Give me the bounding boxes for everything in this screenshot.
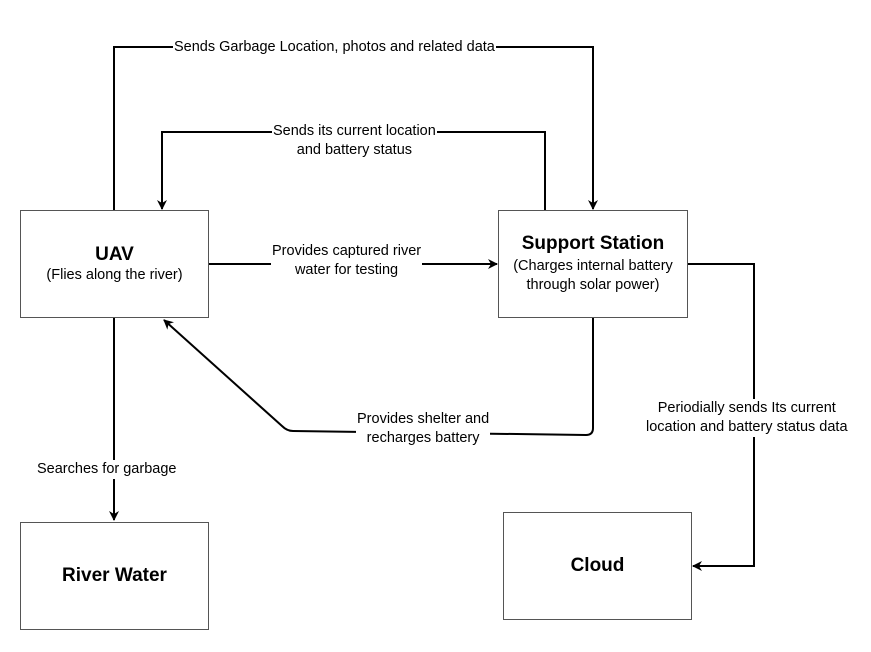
uav-title: UAV	[95, 243, 134, 265]
river-water-node: River Water	[20, 522, 209, 630]
uav-node: UAV (Flies along the river)	[20, 210, 209, 318]
edge-label-station-to-cloud: Periodially sends Its current location a…	[645, 399, 849, 437]
edge-label-uav-to-river: Searches for garbage	[36, 460, 178, 479]
edge-label-uav-to-station-water: Provides captured river water for testin…	[271, 242, 423, 280]
river-water-title: River Water	[62, 565, 167, 586]
uav-subtitle: (Flies along the river)	[46, 266, 183, 283]
cloud-title: Cloud	[570, 555, 625, 576]
cloud-node: Cloud	[503, 512, 692, 620]
edge-label-uav-to-station-data: Sends Garbage Location, photos and relat…	[173, 38, 496, 57]
support-station-subtitle: (Charges internal battery through solar …	[513, 258, 673, 293]
support-station-title: Support Station	[521, 233, 665, 254]
support-station-node: Support Station (Charges internal batter…	[498, 210, 688, 318]
edge-label-station-to-uav-location: Sends its current location and battery s…	[272, 122, 437, 160]
edge-label-station-to-uav-shelter: Provides shelter and recharges battery	[356, 410, 491, 448]
